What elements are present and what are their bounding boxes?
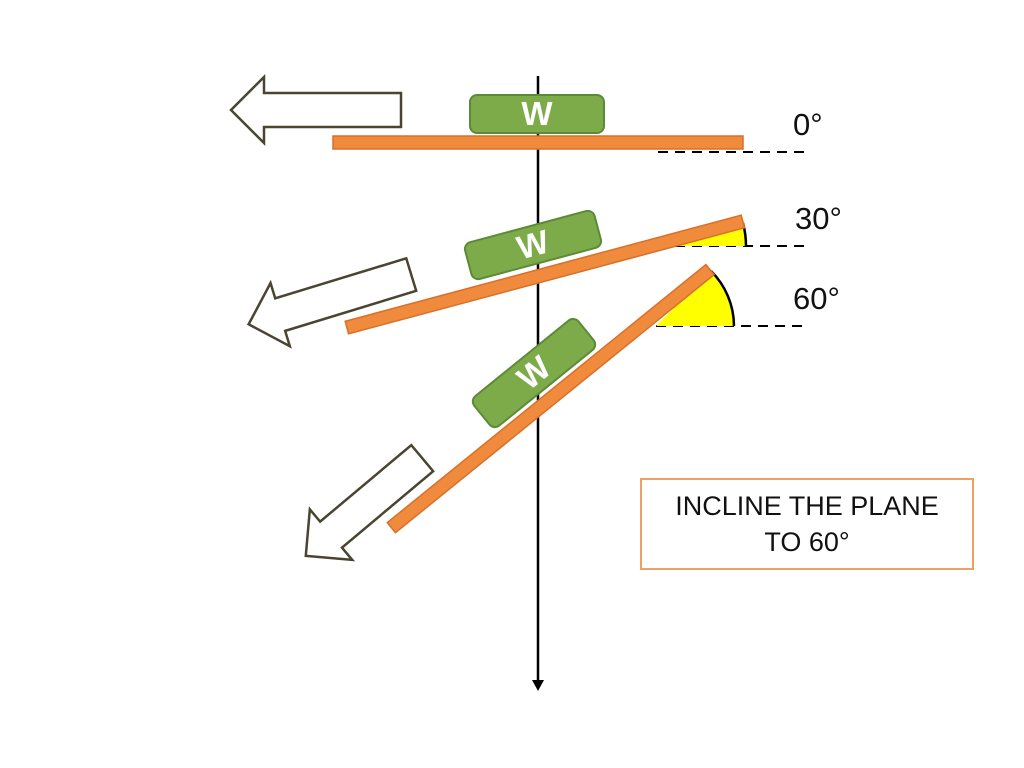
angle-sector-60 [656, 271, 734, 326]
force-arrow-30 [246, 256, 418, 349]
plane-0 [332, 135, 744, 150]
force-arrow-60 [304, 443, 435, 562]
callout-line-1: INCLINE THE PLANE [675, 491, 939, 521]
callout-line-2: TO 60° [764, 527, 850, 557]
plane-30 [344, 214, 746, 335]
force-arrow-0 [229, 73, 403, 147]
instruction-callout: INCLINE THE PLANE TO 60° [640, 478, 974, 570]
block-30: W [463, 209, 603, 281]
angle-label-30: 30° [795, 201, 842, 236]
angle-label-0: 0° [793, 107, 823, 142]
angle-arc-60 [710, 270, 736, 327]
axis-arrowhead [532, 680, 544, 691]
plane-60 [386, 263, 716, 534]
angle-label-60: 60° [793, 281, 840, 316]
block-label: W [521, 95, 553, 132]
block-0: W [469, 94, 605, 134]
